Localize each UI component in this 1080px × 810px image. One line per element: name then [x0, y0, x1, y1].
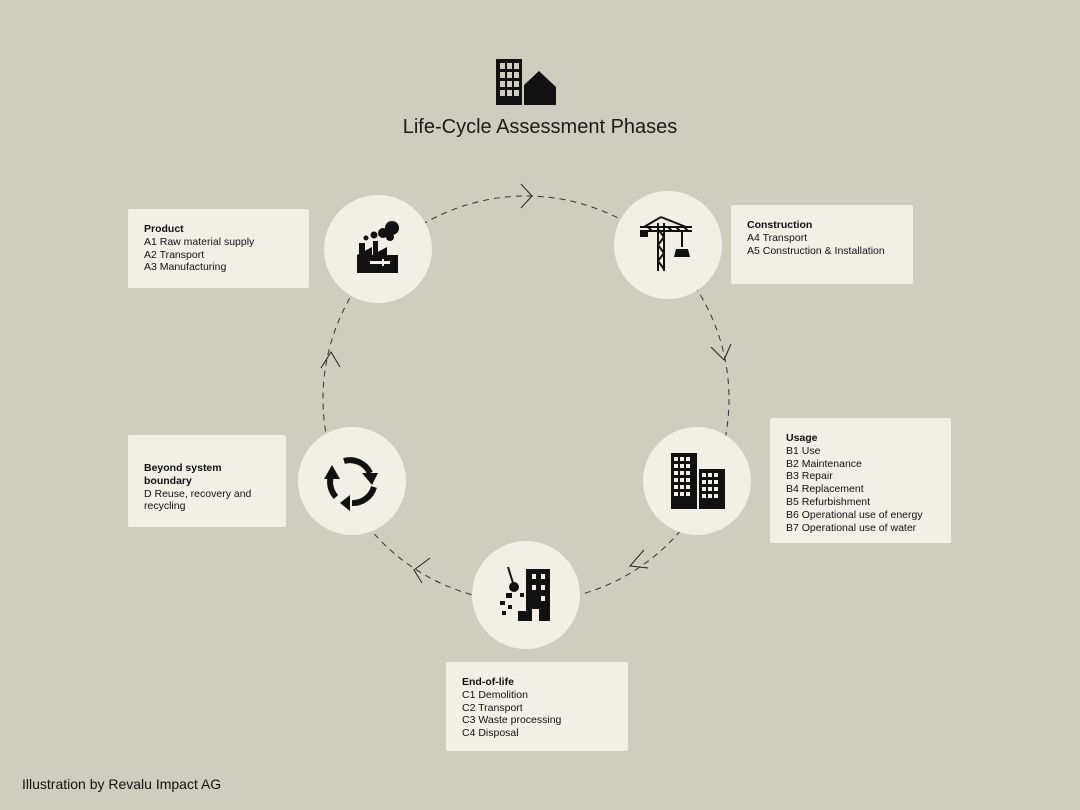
usage-line: B1 Use — [786, 444, 821, 457]
diagram-title: Life-Cycle Assessment Phases — [402, 116, 678, 138]
end-of-life-heading: End-of-life — [462, 676, 514, 688]
product-line: A3 Manufacturing — [144, 261, 227, 274]
usage-line: B5 Refurbishment — [786, 495, 871, 508]
usage-line: B3 Repair — [786, 470, 833, 483]
demolition-icon — [500, 566, 550, 621]
product-heading: Product — [144, 223, 184, 235]
recycle-icon — [324, 457, 378, 511]
crane-icon — [640, 216, 692, 271]
product-line: A1 Raw material supply — [144, 235, 255, 248]
usage-line: B4 Replacement — [786, 483, 864, 496]
end-of-life-line: C2 Transport — [462, 701, 523, 714]
construction-line: A5 Construction & Installation — [747, 244, 885, 257]
arrow-left — [320, 351, 341, 369]
end-of-life-card: End-of-life C1 Demolition C2 Transport C… — [446, 662, 628, 751]
construction-circle — [614, 191, 722, 299]
construction-line: A4 Transport — [747, 231, 808, 244]
buildings-icon — [671, 453, 725, 509]
end-of-life-line: C3 Waste processing — [462, 714, 562, 727]
usage-line: B7 Operational use of water — [786, 521, 917, 534]
end-of-life-circle — [472, 541, 580, 649]
beyond-line: D Reuse, recovery and — [144, 487, 252, 500]
usage-card: Usage B1 Use B2 Maintenance B3 Repair B4… — [770, 418, 951, 543]
illustration-credit: Illustration by Revalu Impact AG — [22, 776, 222, 792]
beyond-line: recycling — [144, 500, 186, 513]
arrow-right — [710, 343, 732, 361]
construction-heading: Construction — [747, 219, 813, 231]
beyond-circle — [298, 427, 406, 535]
usage-heading: Usage — [786, 432, 818, 444]
factory-icon — [357, 221, 399, 273]
product-card: Product A1 Raw material supply A2 Transp… — [128, 209, 309, 288]
beyond-heading: Beyond system boundary — [144, 462, 222, 487]
beyond-card: Beyond system boundary D Reuse, recovery… — [128, 435, 286, 527]
product-line: A2 Transport — [144, 248, 205, 261]
usage-line: B6 Operational use of energy — [786, 508, 923, 521]
end-of-life-line: C1 Demolition — [462, 688, 528, 701]
usage-circle — [643, 427, 751, 535]
arrow-lower-left — [413, 557, 431, 584]
arrow-top — [520, 183, 533, 209]
construction-card: Construction A4 Transport A5 Constructio… — [731, 205, 913, 284]
product-circle — [324, 195, 432, 303]
arrow-lower-right — [628, 549, 649, 569]
building-house-icon — [496, 59, 556, 105]
end-of-life-line: C4 Disposal — [462, 727, 519, 740]
usage-line: B2 Maintenance — [786, 457, 862, 470]
